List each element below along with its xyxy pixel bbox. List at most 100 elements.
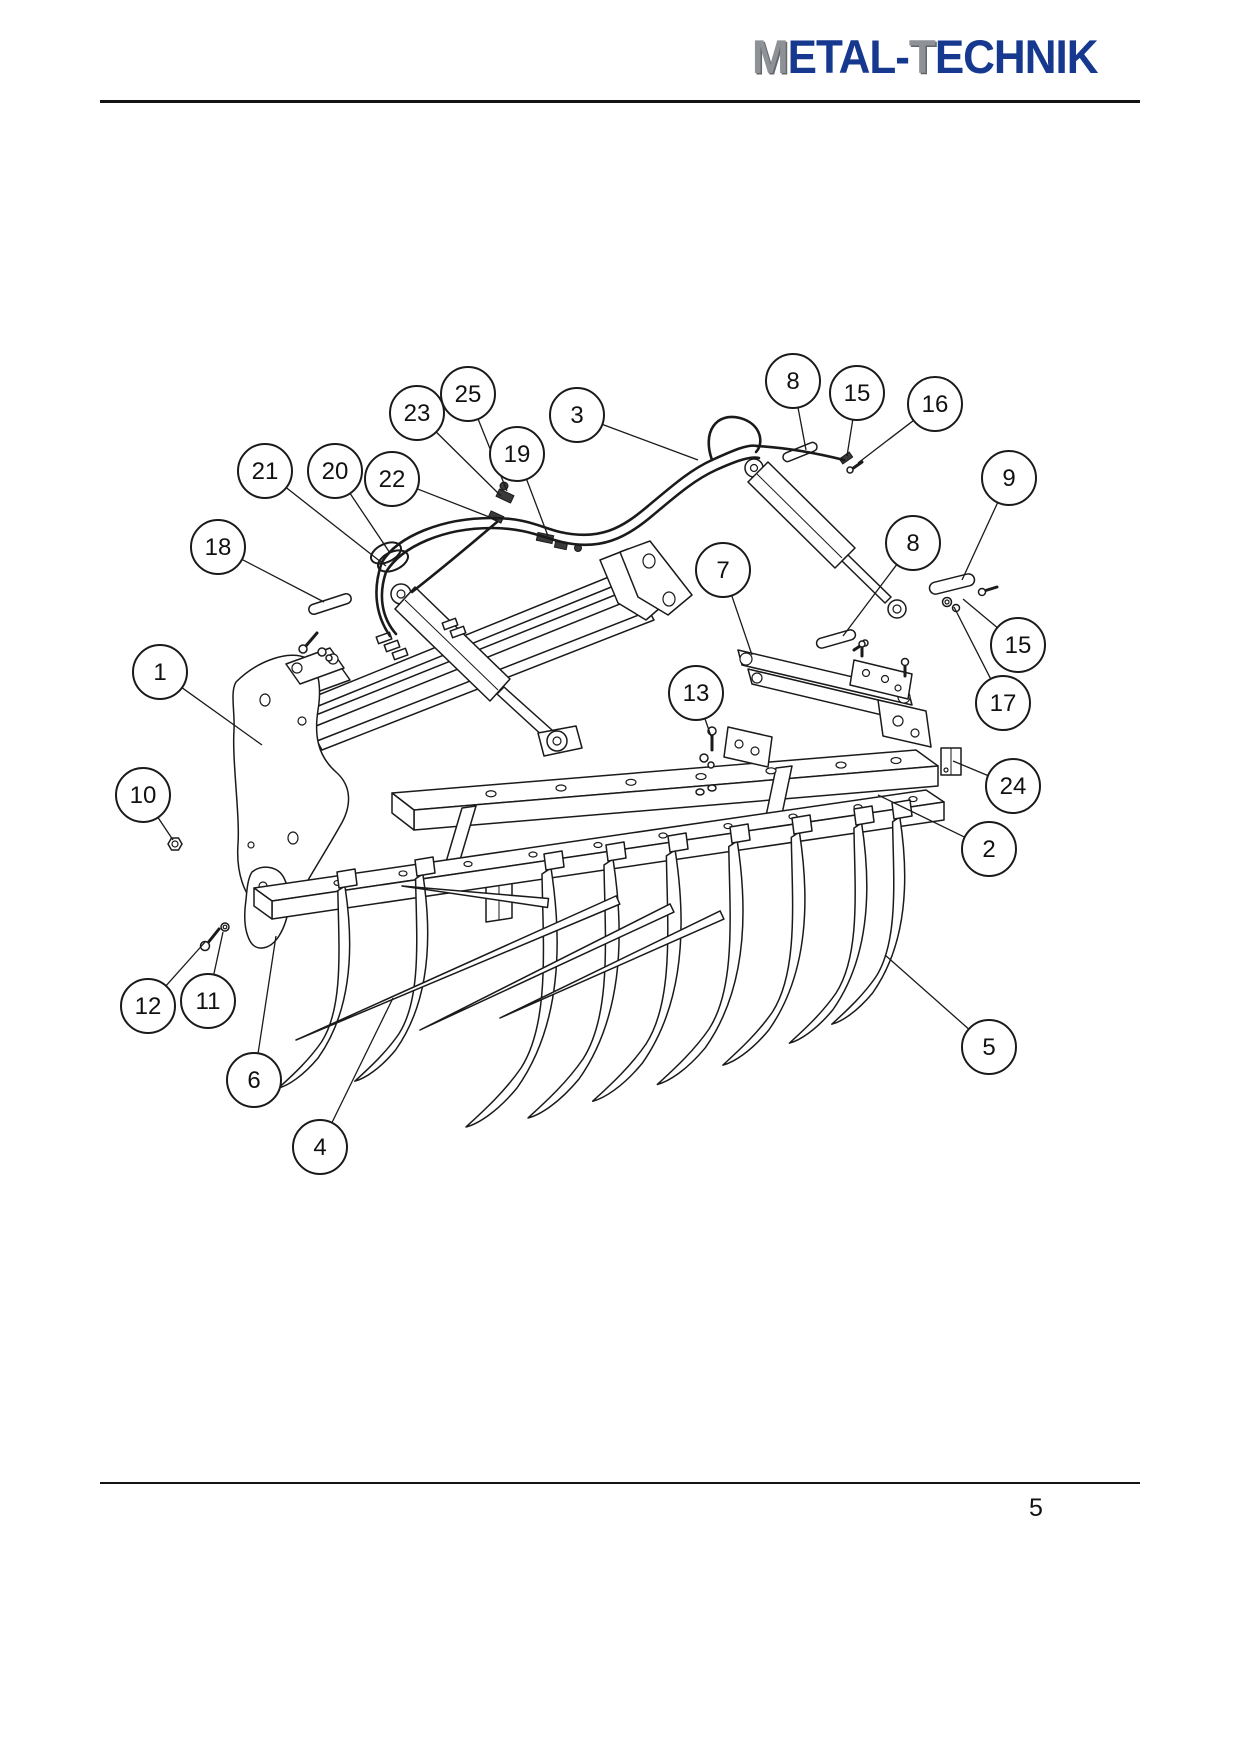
svg-text:7: 7 — [716, 557, 729, 584]
callout-12: 12 — [120, 978, 176, 1034]
logo-text-etal: ETAL- — [787, 30, 910, 84]
callout-11: 11 — [180, 973, 236, 1029]
callout-leader — [704, 718, 713, 740]
callout-leader — [435, 431, 502, 497]
spear-tine — [295, 895, 621, 1041]
svg-text:25: 25 — [455, 381, 482, 408]
svg-text:3: 3 — [570, 402, 583, 429]
svg-text:6: 6 — [247, 1067, 260, 1094]
svg-text:22: 22 — [379, 466, 406, 493]
callout-leaders — [157, 407, 999, 1124]
spear-tine — [499, 910, 725, 1019]
callout-8: 8 — [765, 353, 821, 409]
svg-text:11: 11 — [196, 988, 221, 1015]
callout-16: 16 — [907, 376, 963, 432]
svg-text:12: 12 — [135, 993, 162, 1020]
pin-18 — [308, 592, 352, 616]
beam-hole — [625, 778, 637, 786]
small-parts — [167, 441, 999, 952]
spear-tines — [295, 885, 725, 1041]
callout-leader — [884, 954, 970, 1030]
callout-leader — [842, 564, 898, 637]
right-arm-linkage — [737, 649, 932, 748]
page-number: 5 — [1029, 1494, 1043, 1522]
callout-leader — [846, 419, 854, 457]
hydraulic-cylinder-right — [744, 458, 907, 619]
tine — [656, 840, 744, 1086]
callout-7: 7 — [695, 542, 751, 598]
top-pivot-plates — [599, 540, 693, 621]
svg-text:16: 16 — [922, 391, 949, 418]
callout-3: 3 — [549, 387, 605, 443]
callout-leader — [797, 407, 807, 451]
callout-leader — [962, 598, 998, 629]
svg-text:15: 15 — [1005, 632, 1032, 659]
svg-text:15: 15 — [844, 380, 871, 407]
beam-hole — [485, 790, 497, 798]
callout-leader — [731, 595, 753, 656]
svg-text:9: 9 — [1002, 465, 1015, 492]
callout-4: 4 — [292, 1119, 348, 1175]
beam-hole — [835, 761, 847, 769]
callout-leader — [953, 606, 992, 680]
tine — [465, 867, 558, 1128]
callout-2: 2 — [961, 821, 1017, 877]
tine-bracket — [667, 832, 689, 853]
logo-letter-m: M — [752, 30, 789, 84]
tine-bracket — [729, 823, 751, 844]
hydraulic-fitting — [838, 451, 854, 465]
callout-19: 19 — [489, 426, 545, 482]
beam-hole — [765, 767, 777, 775]
callout-leader — [877, 794, 966, 838]
callout-leader — [257, 935, 277, 1054]
callout-leader — [349, 493, 391, 554]
callout-5: 5 — [961, 1019, 1017, 1075]
svg-text:8: 8 — [786, 368, 799, 395]
beam-hole — [463, 860, 473, 868]
beam-hole — [890, 756, 902, 765]
callout-leader — [165, 940, 207, 987]
svg-text:5: 5 — [982, 1034, 995, 1061]
callout-leader — [602, 423, 699, 461]
callout-9: 9 — [981, 450, 1037, 506]
frame-rear-beam — [391, 749, 939, 831]
svg-text:8: 8 — [906, 530, 919, 557]
svg-text:10: 10 — [130, 782, 157, 809]
hydraulic-cylinder-center — [390, 583, 583, 757]
callout-leader — [213, 931, 224, 975]
svg-text:18: 18 — [205, 534, 232, 561]
callout-20: 20 — [307, 443, 363, 499]
svg-text:21: 21 — [252, 458, 279, 485]
callout-leader — [525, 479, 549, 537]
callout-leader — [961, 502, 999, 581]
footer-rule — [100, 1482, 1140, 1484]
callout-18: 18 — [190, 519, 246, 575]
callout-15: 15 — [990, 617, 1046, 673]
tine-bracket — [605, 841, 627, 862]
callout-15: 15 — [829, 365, 885, 421]
beam-hole — [398, 870, 408, 877]
beam-hole — [695, 772, 707, 781]
tine — [831, 816, 906, 1025]
callout-leader — [241, 558, 325, 603]
callout-1: 1 — [132, 644, 188, 700]
logo-letter-t: T — [908, 30, 936, 84]
beam-hole — [658, 832, 668, 839]
callout-leader — [157, 817, 174, 841]
callout-17: 17 — [975, 675, 1031, 731]
tine — [591, 849, 682, 1102]
logo: METAL-TECHNIK — [752, 34, 1098, 82]
svg-text:2: 2 — [982, 836, 995, 863]
header-rule — [100, 100, 1140, 103]
hydraulic-hoses — [375, 415, 846, 638]
svg-text:4: 4 — [313, 1134, 326, 1161]
callout-13: 13 — [668, 665, 724, 721]
callout-8: 8 — [885, 515, 941, 571]
beam-hole — [908, 795, 918, 803]
callout-leader — [285, 487, 387, 567]
svg-text:20: 20 — [322, 458, 349, 485]
tine — [527, 858, 620, 1119]
